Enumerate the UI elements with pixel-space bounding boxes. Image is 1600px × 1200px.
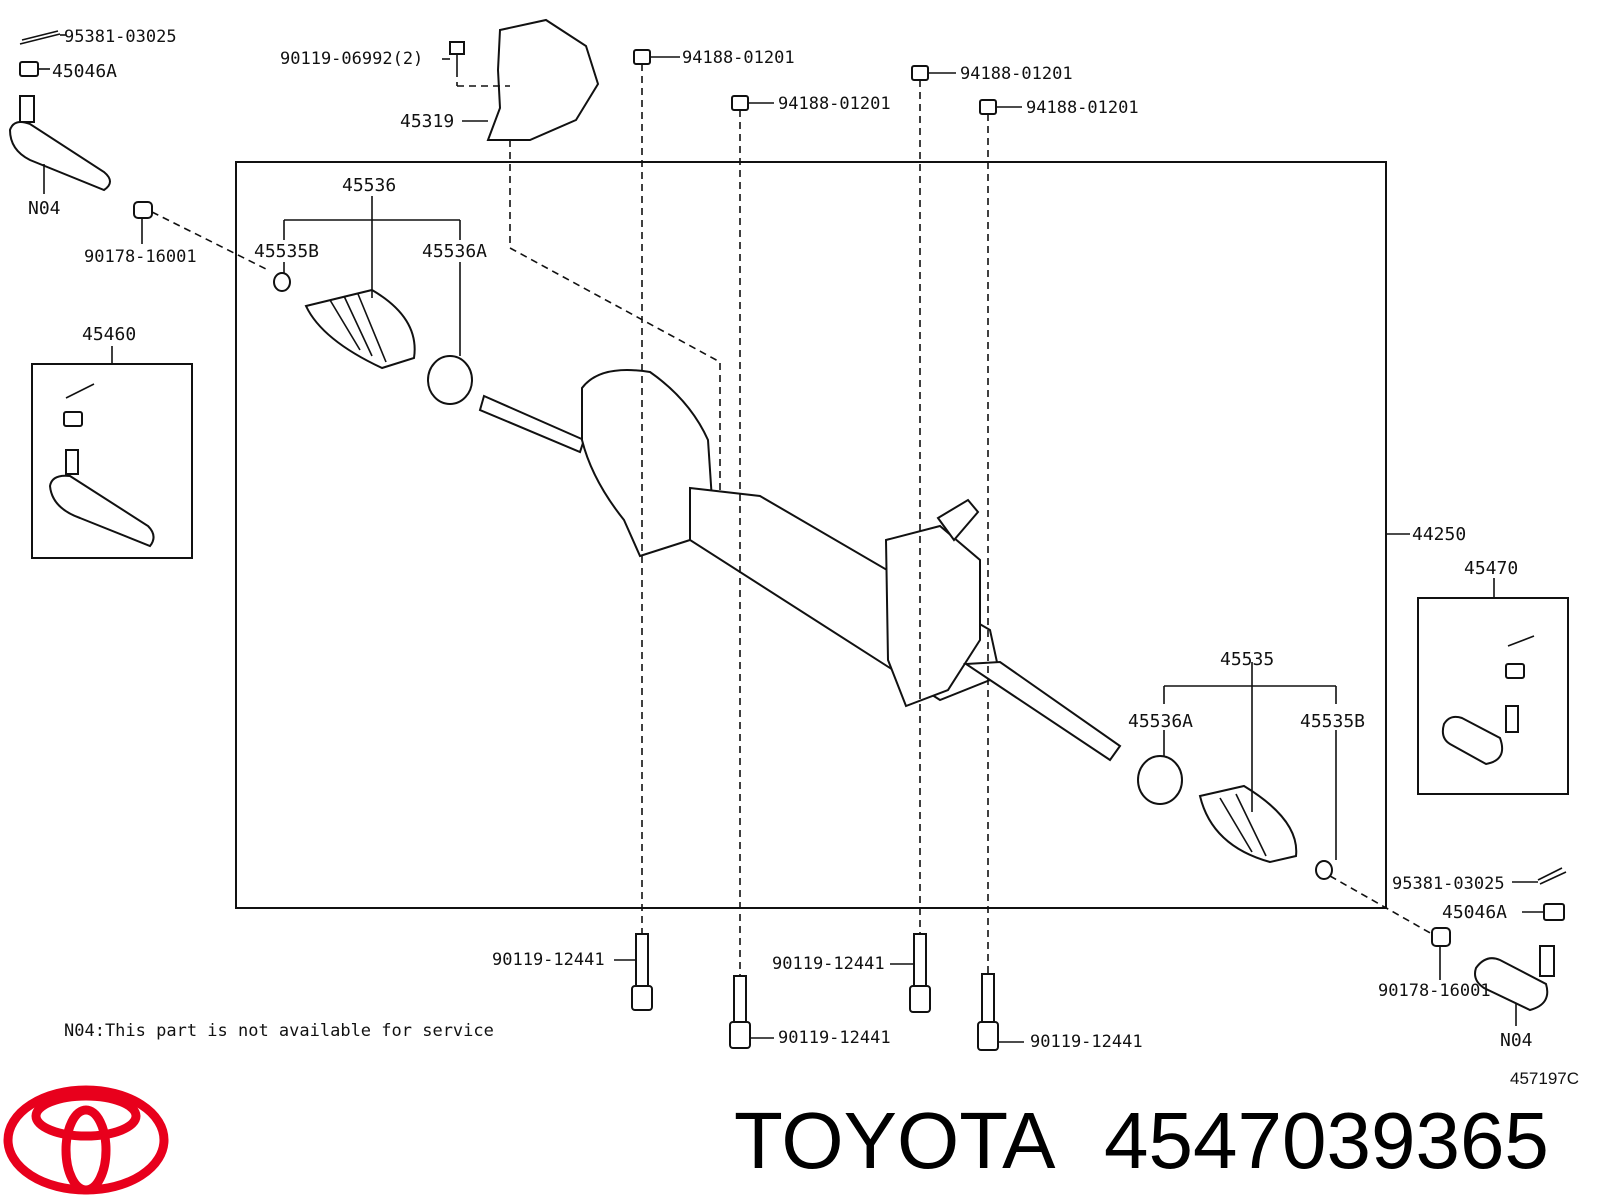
label-nut-3: 94188-01201 (960, 64, 1073, 84)
label-clamp-left: 45535B (254, 241, 319, 262)
toyota-logo-icon (3, 1085, 169, 1195)
label-bolt-2: 90119-12441 (778, 1028, 891, 1048)
label-nut-top: 45046A (52, 61, 117, 82)
label-bolt-cover: 90119-06992(2) (280, 49, 423, 69)
label-n04-left: N04 (28, 198, 61, 219)
boot-right-icon (1137, 755, 1333, 880)
label-nut-bottom: 45046A (1442, 902, 1507, 923)
nut-1-icon (633, 49, 680, 934)
label-cotter-pin-top: 95381-03025 (64, 27, 177, 47)
label-gear-assembly: 44250 (1412, 524, 1466, 545)
grommet-right-icon (1329, 875, 1451, 980)
label-bolt-1: 90119-12441 (492, 950, 605, 970)
bolt-3-icon (890, 933, 931, 1013)
label-grommet-left: 90178-16001 (84, 247, 197, 267)
label-cotter-pin-bottom: 95381-03025 (1392, 874, 1505, 894)
nut-icon (19, 61, 50, 77)
bolt-4-icon (977, 973, 1024, 1051)
nut-2-icon (731, 95, 774, 976)
label-grommet-right: 90178-16001 (1378, 981, 1491, 1001)
label-bolt-4: 90119-12441 (1030, 1032, 1143, 1052)
label-clip-left: 45536A (422, 241, 487, 262)
label-boot-set-left: 45536 (342, 175, 396, 196)
label-kit-left: 45460 (82, 324, 136, 345)
label-clamp-right: 45535B (1300, 711, 1365, 732)
tie-rod-end-icon (8, 95, 111, 194)
kit-left-contents (48, 383, 155, 548)
bolt-1-icon (614, 933, 653, 1011)
label-n04-right: N04 (1500, 1030, 1533, 1051)
cotter-pin-icon (19, 30, 66, 45)
gear-assembly-box (235, 161, 1387, 909)
label-cover: 45319 (400, 111, 454, 132)
cover-icon (442, 18, 721, 490)
label-nut-2: 94188-01201 (778, 94, 891, 114)
boot-leaders (283, 196, 1337, 860)
boot-left-icon (273, 272, 473, 405)
kit-box-right (1417, 597, 1569, 795)
nut-4-icon (979, 99, 1022, 974)
label-kit-right: 45470 (1464, 558, 1518, 579)
steering-rack-icon (478, 369, 1122, 762)
label-bolt-3: 90119-12441 (772, 954, 885, 974)
brand-name: TOYOTA (734, 1096, 1056, 1185)
kit-right-contents (1441, 635, 1535, 766)
diagram-ref: 457197C (1510, 1069, 1579, 1088)
grommet-icon (133, 201, 269, 271)
label-boot-set-right: 45535 (1220, 649, 1274, 670)
cotter-pin-right-icon (1512, 867, 1567, 885)
nut-right-icon (1522, 903, 1565, 921)
nut-3-icon (911, 65, 956, 934)
footnote: N04:This part is not available for servi… (64, 1021, 494, 1041)
label-nut-1: 94188-01201 (682, 48, 795, 68)
bolt-2-icon (729, 975, 774, 1049)
tie-rod-end-right-icon (1474, 945, 1555, 1026)
part-number: 4547039365 (1104, 1096, 1549, 1185)
label-clip-right: 45536A (1128, 711, 1193, 732)
label-nut-4: 94188-01201 (1026, 98, 1139, 118)
